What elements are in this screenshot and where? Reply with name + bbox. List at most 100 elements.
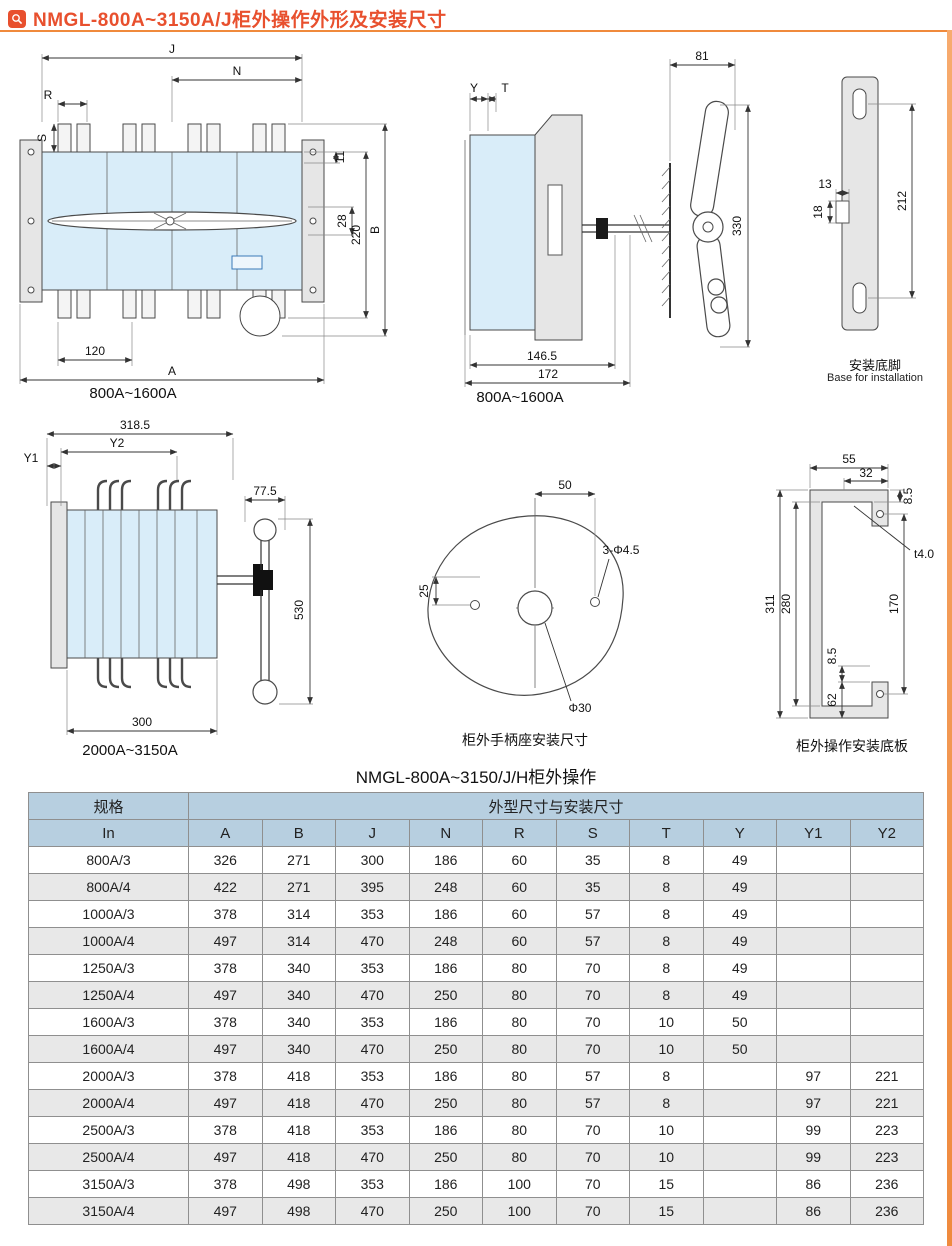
- value-cell: 250: [408, 1035, 483, 1063]
- mount-hole: [470, 600, 480, 610]
- value-cell: 248: [408, 873, 483, 901]
- shaft-collar: [596, 218, 608, 239]
- value-cell: 70: [555, 1170, 630, 1198]
- spec-cell: 1000A/4: [28, 927, 189, 955]
- figure-caption-en: Base for installation: [827, 372, 923, 384]
- dim-label: Y1: [24, 451, 39, 465]
- value-cell: 340: [261, 1008, 336, 1036]
- value-cell: [849, 873, 924, 901]
- value-cell: 60: [482, 873, 557, 901]
- dim-label: Y2: [110, 436, 125, 450]
- dim-label: 311: [763, 594, 777, 613]
- value-cell: 418: [261, 1089, 336, 1117]
- value-cell: [776, 900, 851, 928]
- value-cell: 57: [555, 927, 630, 955]
- value-cell: 80: [482, 1008, 557, 1036]
- value-cell: [776, 846, 851, 874]
- plate-hole: [876, 690, 884, 698]
- value-cell: 497: [188, 981, 263, 1009]
- plate-hole: [876, 510, 884, 518]
- value-cell: 422: [188, 873, 263, 901]
- col-header-cell: Y1: [776, 819, 851, 847]
- table-group-header-row: 规格 外型尺寸与安装尺寸: [28, 792, 924, 820]
- value-cell: 378: [188, 1116, 263, 1144]
- value-cell: 80: [482, 1143, 557, 1171]
- title-underline: [0, 30, 952, 32]
- value-cell: 57: [555, 1062, 630, 1090]
- dim-label: B: [368, 226, 382, 234]
- value-cell: 57: [555, 1089, 630, 1117]
- value-cell: [776, 1035, 851, 1063]
- page-title: NMGL-800A~3150A/J柜外操作外形及安装尺寸: [33, 10, 447, 31]
- figure-large-view: 318.5 Y2 Y1 77.5 530 300 2000A~3150A: [15, 420, 330, 765]
- dim-label: 172: [538, 367, 558, 381]
- value-cell: 49: [702, 846, 777, 874]
- value-cell: 250: [408, 1089, 483, 1117]
- spec-cell: 1600A/3: [28, 1008, 189, 1036]
- value-cell: 49: [702, 954, 777, 982]
- value-cell: 15: [629, 1197, 704, 1225]
- wall-hatching: [661, 166, 671, 307]
- figure-base-bracket: 212 13 18 安装底脚 Base for installation: [800, 55, 950, 390]
- col-header-cell: S: [555, 819, 630, 847]
- value-cell: 80: [482, 981, 557, 1009]
- value-cell: 8: [629, 1062, 704, 1090]
- value-cell: 378: [188, 954, 263, 982]
- mount-hole: [590, 597, 600, 607]
- value-cell: 80: [482, 1089, 557, 1117]
- figure-caption: 柜外手柄座安装尺寸: [462, 732, 588, 748]
- spec-cell: 3150A/4: [28, 1197, 189, 1225]
- value-cell: 8: [629, 1089, 704, 1117]
- side-view-dimensions: Y T 81 330 146.5 172: [464, 49, 751, 387]
- value-cell: 70: [555, 1197, 630, 1225]
- value-cell: 8: [629, 981, 704, 1009]
- value-cell: 80: [482, 1035, 557, 1063]
- dim-label: 212: [895, 191, 909, 211]
- spec-cell: 2000A/3: [28, 1062, 189, 1090]
- dim-label: 280: [779, 594, 793, 614]
- value-cell: 353: [335, 1170, 410, 1198]
- value-cell: 314: [261, 900, 336, 928]
- dim-label: 120: [85, 344, 105, 358]
- dim-label: 318.5: [120, 420, 150, 432]
- value-cell: 250: [408, 1197, 483, 1225]
- figure-mount-plate: 55 32 8.5 t4.0 311 280 8.5 170 62 柜外操作安装…: [752, 450, 952, 760]
- value-cell: 340: [261, 1035, 336, 1063]
- value-cell: [702, 1062, 777, 1090]
- value-cell: 395: [335, 873, 410, 901]
- value-cell: 8: [629, 873, 704, 901]
- spec-cell: 2000A/4: [28, 1089, 189, 1117]
- value-cell: 15: [629, 1170, 704, 1198]
- value-cell: 498: [261, 1170, 336, 1198]
- value-cell: 470: [335, 1197, 410, 1225]
- value-cell: 8: [629, 900, 704, 928]
- value-cell: 99: [776, 1143, 851, 1171]
- value-cell: 250: [408, 981, 483, 1009]
- value-cell: 223: [849, 1143, 924, 1171]
- dim-label: 50: [558, 478, 572, 492]
- dim-label: J: [169, 42, 175, 56]
- value-cell: [702, 1170, 777, 1198]
- value-cell: [776, 954, 851, 982]
- value-cell: 49: [702, 981, 777, 1009]
- value-cell: 86: [776, 1170, 851, 1198]
- value-cell: 497: [188, 1197, 263, 1225]
- value-cell: 97: [776, 1089, 851, 1117]
- dim-label: N: [233, 64, 242, 78]
- handle-seat-drawing: 50 25 3-Φ4.5 Φ30: [417, 478, 640, 715]
- switch-body-large: [50, 479, 278, 705]
- value-cell: 8: [629, 846, 704, 874]
- spec-cell: 800A/4: [28, 873, 189, 901]
- mount-plate-profile: [809, 489, 889, 719]
- switch-body-side: [464, 100, 731, 341]
- magnifier-glyph: [12, 13, 23, 24]
